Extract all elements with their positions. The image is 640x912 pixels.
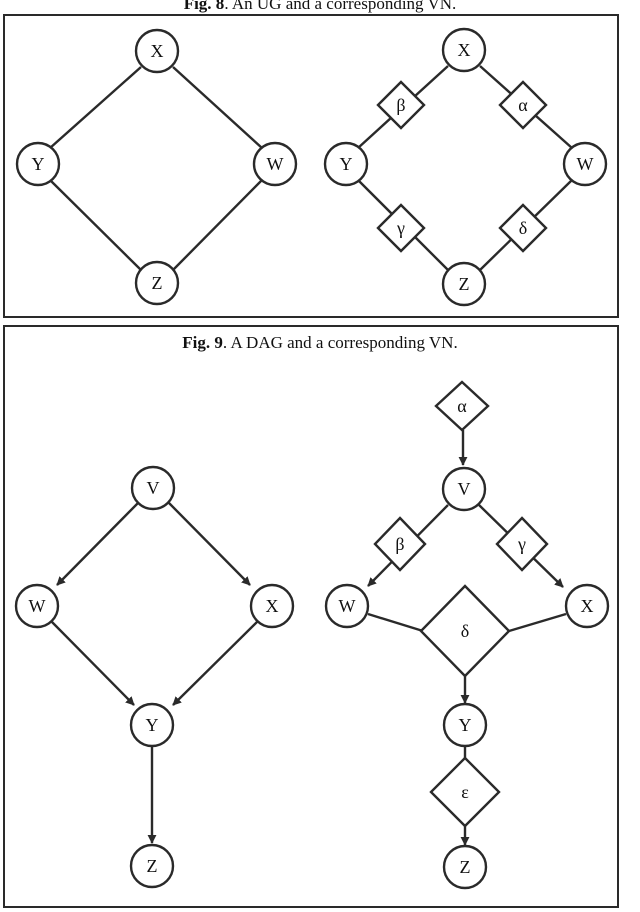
- vn9-node-y: Y: [442, 702, 488, 748]
- vn9-node-v: V: [441, 466, 487, 512]
- ug-edge-y-z: [49, 179, 142, 271]
- vn8-node-w-label: W: [577, 154, 594, 174]
- vn9-node-y-label: Y: [459, 715, 472, 735]
- vn9-node-x: X: [564, 583, 610, 629]
- vn8-node-z-label: Z: [459, 274, 470, 294]
- vn8-factor-alpha: α: [498, 80, 548, 130]
- vn9-factor-beta-label: β: [395, 534, 404, 554]
- vn9-node-w-label: W: [339, 596, 356, 616]
- dag-node-z: Z: [129, 843, 175, 889]
- vn8-factor-delta-label: δ: [519, 218, 527, 238]
- vn8-node-y-label: Y: [340, 154, 353, 174]
- ug-node-y-label: Y: [32, 154, 45, 174]
- fig9-panel: [3, 325, 619, 908]
- ug-node-y: Y: [15, 141, 61, 187]
- dag-node-x-label: X: [266, 596, 279, 616]
- vn9-edge-w-delta: [367, 612, 424, 633]
- vn9-node-z: Z: [442, 844, 488, 890]
- vn8-factor-gamma-label: γ: [396, 218, 405, 238]
- fig8-vn: β α γ δ X Y W Z: [323, 27, 608, 307]
- vn8-node-y: Y: [323, 141, 369, 187]
- vn8-node-x: X: [441, 27, 487, 73]
- vn8-factor-beta-label: β: [396, 95, 405, 115]
- vn9-node-x-label: X: [581, 596, 594, 616]
- vn9-factor-alpha: α: [434, 380, 490, 432]
- vn9-edge-x-delta: [508, 612, 567, 633]
- vn8-node-w: W: [562, 141, 608, 187]
- fig8-ug: X Y W Z: [15, 28, 298, 306]
- dag-edge-x-y: [172, 620, 259, 706]
- dag-node-z-label: Z: [147, 856, 158, 876]
- dag-node-v: V: [130, 465, 176, 511]
- fig9-caption: Fig. 9. A DAG and a corresponding VN.: [0, 333, 640, 353]
- vn9-node-z-label: Z: [460, 857, 471, 877]
- fig8-caption-number: Fig. 8: [183, 0, 225, 13]
- vn8-factor-beta: β: [376, 80, 426, 130]
- dag-node-y: Y: [129, 702, 175, 748]
- vn8-factor-gamma: γ: [376, 203, 426, 253]
- vn9-node-v-label: V: [458, 479, 471, 499]
- dag-node-x: X: [249, 583, 295, 629]
- vn9-node-w: W: [324, 583, 370, 629]
- vn9-factor-beta: β: [373, 516, 427, 572]
- fig9-vn: α V β γ W X δ Y ε Z: [324, 380, 610, 890]
- ug-edge-x-y: [49, 66, 142, 149]
- vn8-node-z: Z: [441, 261, 487, 307]
- vn8-factor-delta: δ: [498, 203, 548, 253]
- ug-node-x: X: [134, 28, 180, 74]
- ug-edge-w-z: [172, 179, 263, 271]
- vn9-factor-epsilon: ε: [429, 756, 501, 828]
- fig8-panel: [3, 14, 619, 318]
- fig9-caption-text: . A DAG and a corresponding VN.: [222, 333, 458, 352]
- ug-node-x-label: X: [151, 41, 164, 61]
- vn9-factor-delta: δ: [419, 584, 511, 678]
- dag-edge-v-w: [56, 502, 139, 586]
- vn9-factor-alpha-label: α: [457, 396, 467, 416]
- vn8-node-x-label: X: [458, 40, 471, 60]
- vn8-factor-alpha-label: α: [518, 95, 528, 115]
- ug-node-z-label: Z: [152, 273, 163, 293]
- dag-node-y-label: Y: [146, 715, 159, 735]
- fig9-caption-number: Fig. 9: [182, 333, 223, 352]
- vn9-factor-delta-label: δ: [461, 621, 469, 641]
- dag-node-w-label: W: [29, 596, 46, 616]
- ug-edge-x-w: [172, 66, 263, 149]
- fig8-caption: Fig. 8. An UG and a corresponding VN.: [0, 0, 640, 14]
- fig8-caption-text: . An UG and a corresponding VN.: [224, 0, 457, 13]
- ug-node-w-label: W: [267, 154, 284, 174]
- dag-edge-v-x: [168, 502, 251, 586]
- ug-node-z: Z: [134, 260, 180, 306]
- fig9-dag: V W X Y Z: [14, 465, 295, 889]
- dag-edge-w-y: [50, 620, 135, 706]
- vn9-factor-gamma-label: γ: [517, 534, 526, 554]
- ug-node-w: W: [252, 141, 298, 187]
- dag-node-w: W: [14, 583, 60, 629]
- dag-node-v-label: V: [147, 478, 160, 498]
- vn9-factor-gamma: γ: [495, 516, 549, 572]
- vn9-factor-epsilon-label: ε: [461, 782, 469, 802]
